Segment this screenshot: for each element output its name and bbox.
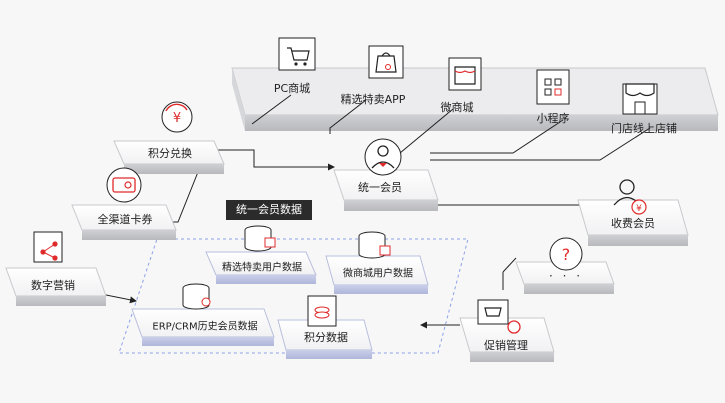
points-exchange-block[interactable]: ¥: [113, 101, 225, 174]
cart-icon: [278, 37, 316, 71]
curated-users-label[interactable]: 精选特卖用户数据: [222, 262, 302, 274]
channel-platform: [231, 67, 719, 131]
channel-store-online-label[interactable]: 门店线上店铺: [611, 122, 677, 135]
channel-micro-mall-label[interactable]: 微商城: [440, 101, 474, 114]
paid-member-block[interactable]: ¥: [577, 179, 689, 246]
promotion-management-label[interactable]: 促销管理: [484, 339, 528, 352]
shop-icon: [622, 83, 658, 115]
points-data-label[interactable]: 积分数据: [304, 331, 348, 344]
channel-pc-mall-label[interactable]: PC商城: [273, 82, 311, 95]
curated-users-tile[interactable]: [205, 225, 317, 284]
micro-mall-users-label[interactable]: 微商城用户数据: [343, 268, 413, 280]
more-block[interactable]: ?: [515, 237, 615, 294]
unified-member-block[interactable]: [333, 138, 439, 211]
channel-curated-app-label[interactable]: 精选特卖APP: [340, 93, 406, 106]
store-icon: [448, 57, 482, 91]
paid-member-label[interactable]: 收费会员: [611, 217, 655, 230]
mini-program-grid-icon: [536, 69, 570, 105]
promotion-management-block[interactable]: [459, 299, 555, 362]
erp-crm-history-tile[interactable]: [131, 283, 275, 346]
unified-member-label[interactable]: 统一会员: [358, 181, 402, 194]
bag-icon: [368, 45, 404, 79]
data-center-region: [118, 238, 469, 354]
points-exchange-label[interactable]: 积分兑换: [148, 147, 192, 160]
digital-marketing-block[interactable]: [5, 231, 107, 306]
erp-crm-history-label[interactable]: ERP/CRM历史会员数据: [152, 321, 258, 333]
digital-marketing-label[interactable]: 数字营销: [31, 279, 75, 292]
points-data-tile[interactable]: [277, 295, 373, 359]
all-channel-card-block[interactable]: [71, 167, 177, 240]
all-channel-card-label[interactable]: 全渠道卡券: [97, 213, 153, 226]
svg-text:¥: ¥: [173, 111, 181, 126]
data-center-title: 统一会员数据: [226, 200, 312, 220]
svg-text:?: ?: [562, 245, 571, 264]
more-label[interactable]: · · ·: [548, 269, 584, 283]
micro-mall-users-tile[interactable]: [325, 231, 429, 294]
svg-text:¥: ¥: [636, 204, 642, 214]
channel-mini-program-label[interactable]: 小程序: [536, 112, 570, 125]
